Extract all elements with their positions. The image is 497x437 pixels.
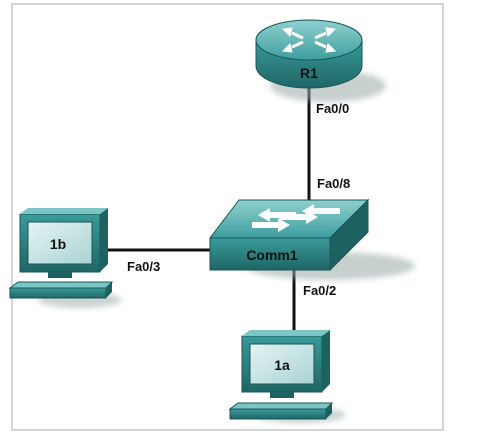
router-r1[interactable]: R1	[255, 19, 386, 102]
switch-label: Comm1	[246, 247, 298, 263]
port-label-r1-fa0-0: Fa0/0	[316, 101, 349, 116]
switch-comm1[interactable]: Comm1	[208, 198, 415, 280]
computer-icon	[8, 208, 114, 299]
router-icon	[255, 19, 363, 89]
port-label-comm1-fa0-2: Fa0/2	[303, 283, 336, 298]
pc-1a[interactable]: 1a	[228, 330, 346, 423]
pc-1b[interactable]: 1b	[8, 208, 122, 308]
port-label-comm1-fa0-8: Fa0/8	[317, 176, 350, 191]
diagram-frame	[11, 3, 444, 431]
port-label-comm1-fa0-3: Fa0/3	[127, 259, 160, 274]
router-label: R1	[300, 65, 318, 81]
pc-1b-label: 1b	[50, 236, 66, 252]
switch-icon	[208, 198, 370, 272]
computer-icon	[228, 330, 334, 420]
pc-1a-label: 1a	[274, 357, 290, 373]
